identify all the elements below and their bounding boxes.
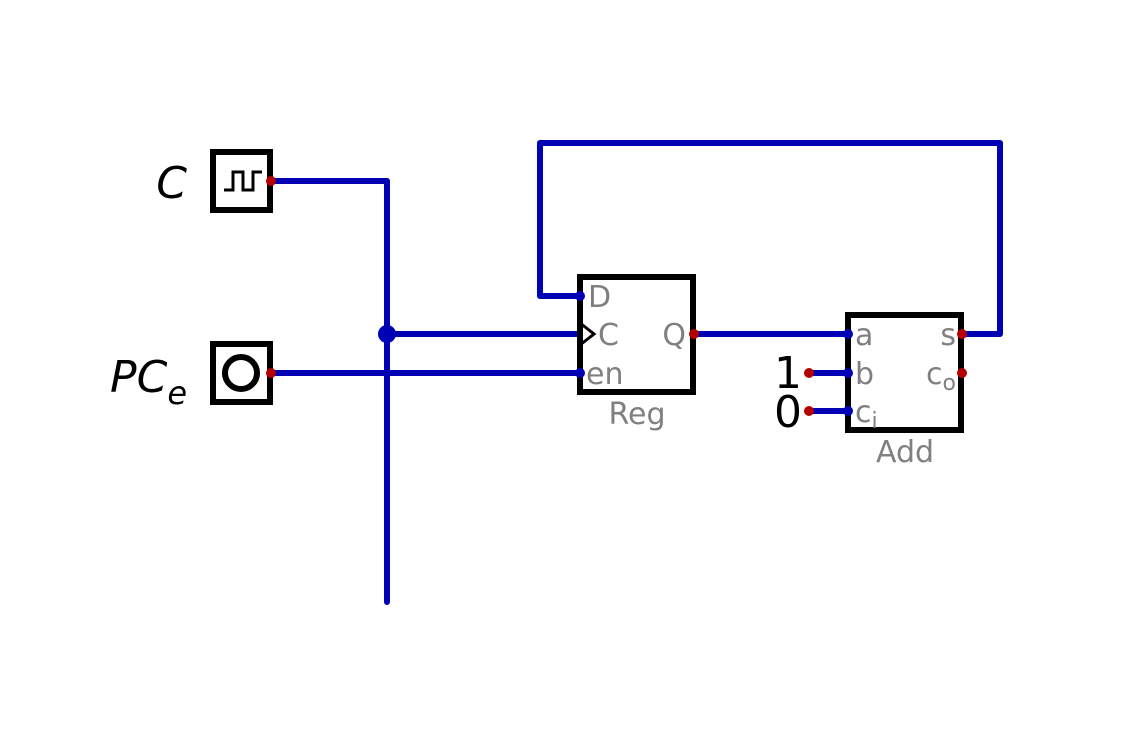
register-pin-q-label: Q (662, 318, 686, 353)
adder-component[interactable]: a b ci s co Add (843, 312, 967, 470)
button-circle-icon (222, 354, 260, 392)
adder-ci-pin[interactable] (843, 406, 853, 416)
wires (268, 140, 1003, 605)
wire-clock[interactable] (268, 178, 390, 605)
pc-enable-input[interactable]: PCe (110, 341, 276, 412)
adder-name-label: Add (876, 435, 934, 470)
adder-pin-ci-label: ci (855, 395, 878, 434)
adder-s-pin[interactable] (957, 329, 967, 339)
wire-feedback-loop[interactable] (537, 140, 1003, 337)
pc-enable-output-pin[interactable] (266, 368, 276, 378)
register-q-pin[interactable] (689, 329, 699, 339)
adder-pin-a-label: a (855, 318, 873, 353)
pc-enable-input-label: PCe (110, 352, 187, 412)
adder-a-pin[interactable] (843, 329, 853, 339)
constant-b-pin[interactable] (804, 368, 814, 378)
constant-b-value: 1 (774, 348, 802, 399)
wire-junction-dot (378, 325, 396, 343)
register-component[interactable]: D C en Q Reg (575, 274, 699, 432)
register-d-pin[interactable] (575, 291, 585, 301)
adder-pin-b-label: b (855, 357, 874, 392)
constant-ci-value: 0 (774, 387, 802, 438)
adder-pin-co-label: co (926, 357, 956, 396)
register-pin-d-label: D (588, 280, 611, 315)
constant-ci-pin[interactable] (804, 406, 814, 416)
clock-output-pin[interactable] (266, 176, 276, 186)
adder-b-pin[interactable] (843, 368, 853, 378)
register-en-pin[interactable] (575, 368, 585, 378)
clock-input[interactable]: C (156, 149, 276, 213)
register-pin-c-label: C (598, 318, 619, 353)
adder-co-pin[interactable] (957, 368, 967, 378)
register-pin-en-label: en (586, 357, 623, 392)
clock-edge-icon (579, 321, 597, 347)
register-name-label: Reg (609, 397, 666, 432)
adder-pin-s-label: s (940, 318, 956, 353)
clock-wave-icon (224, 170, 262, 192)
constant-ci[interactable]: 0 (774, 387, 814, 438)
constant-b[interactable]: 1 (774, 348, 814, 399)
clock-input-label: C (156, 158, 187, 209)
